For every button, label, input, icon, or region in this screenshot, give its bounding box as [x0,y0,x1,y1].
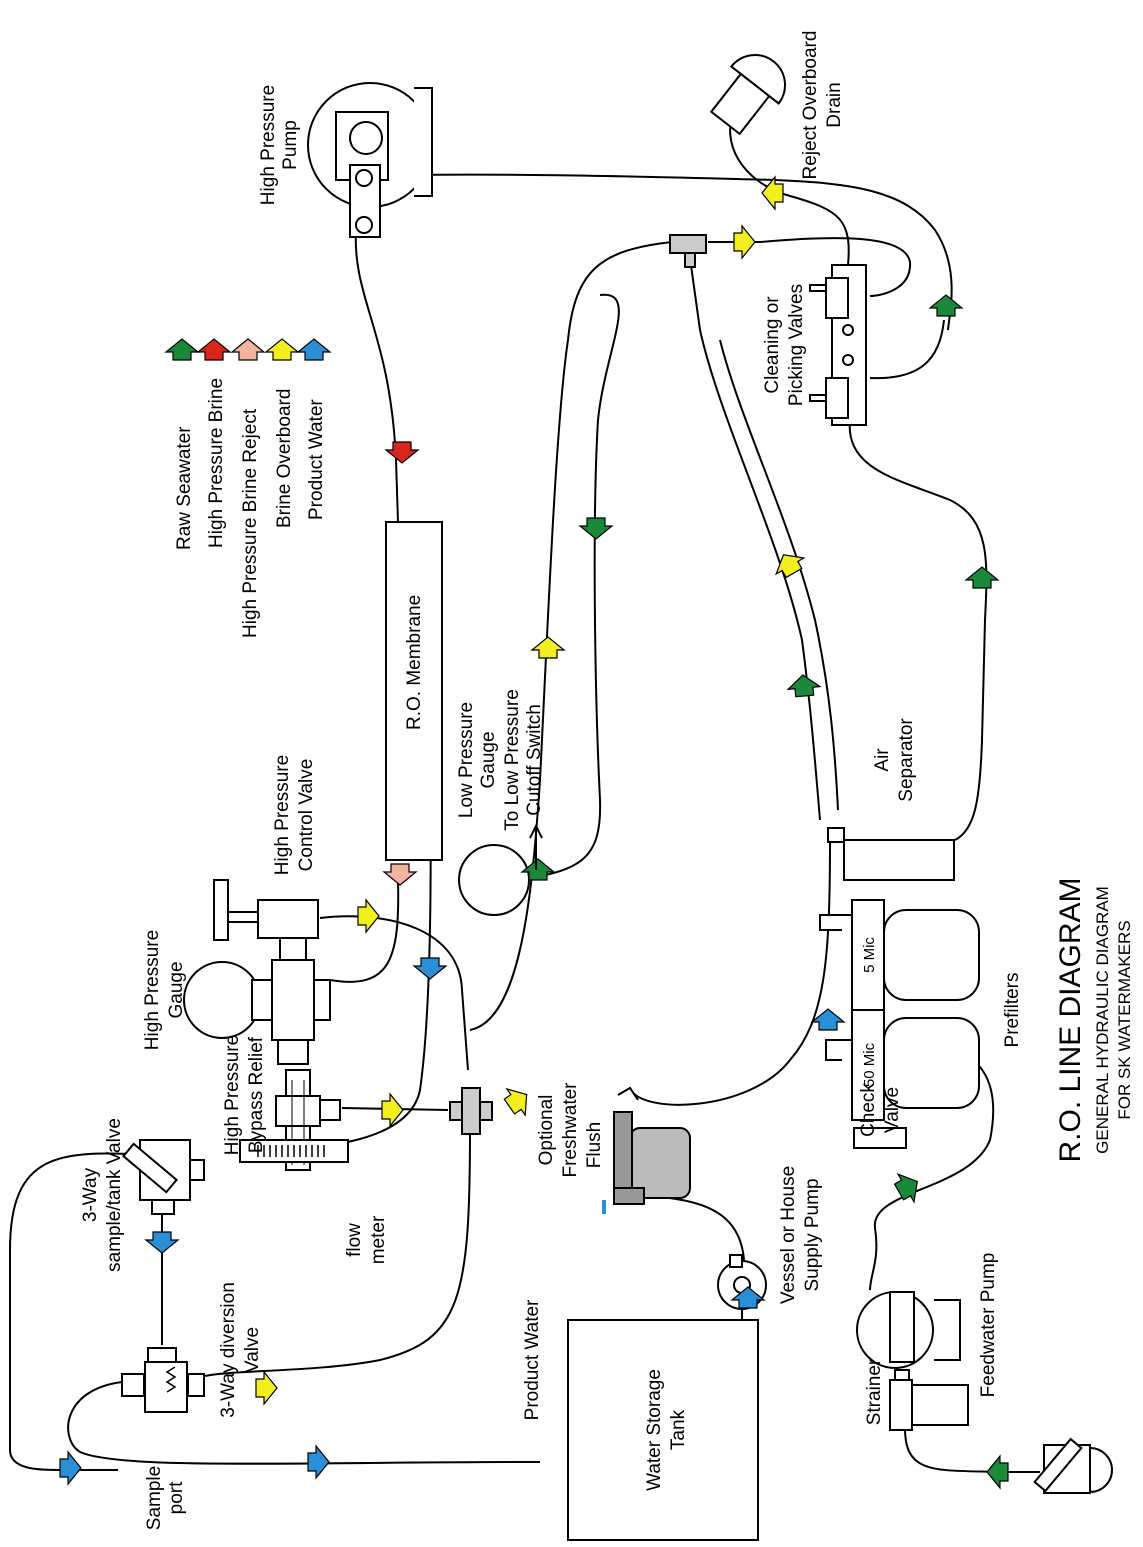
high-pressure-pump [307,82,433,238]
legend: Raw Seawater High Pressure Brine High Pr… [165,338,331,638]
prefilters [819,899,980,1149]
legend-item-product-water: Product Water [297,338,331,520]
diagram-subtitle-1: GENERAL HYDRAULIC DIAGRAM [1093,886,1112,1154]
reject-overboard-drain [709,54,786,136]
sample-tank-valve [121,1139,205,1215]
label-lp-cutoff-2: Cutoff Switch [524,704,545,816]
cross-fitting [449,1087,493,1135]
intake-seacock [1033,1437,1113,1494]
high-pressure-control-valve [213,879,319,941]
diversion-valve [121,1347,205,1413]
label-house-pump-1: Vessel or House [778,1166,799,1304]
label-diversion-2: Valve [242,1327,263,1373]
label-reject-drain-2: Drain [824,82,845,127]
label-flow-meter-1: flow [344,1223,365,1257]
air-separator [843,839,955,881]
label-air-separator-1: Air [872,748,893,772]
label-flow-meter-2: meter [368,1215,389,1264]
ro-membrane [385,521,443,861]
label-hp-pump-2: Pump [280,120,301,170]
label-control-valve-2: Control Valve [296,759,317,872]
label-feedwater-pump: Feedwater Pump [978,1253,999,1398]
label-cleaning-1: Cleaning or [762,296,783,394]
label-flush-3: Flush [584,1122,605,1168]
label-sample-valve-2: sample/tank Valve [104,1118,125,1272]
label-air-separator-2: Separator [896,718,917,802]
legend-label: Brine Overboard [274,389,295,528]
label-check-valve-2: Valve [882,1087,903,1133]
label-prefilters: Prefilters [1002,973,1023,1048]
strainer [889,1379,969,1431]
label-lp-gauge-2: Gauge [478,731,499,788]
high-pressure-gauge [183,961,261,1039]
label-membrane: R.O. Membrane [404,595,425,730]
label-sample-port-2: port [166,1481,187,1514]
diagram-subtitle-2: FOR SK WATERMAKERS [1115,920,1134,1119]
flow-meter [239,1139,349,1163]
legend-label: High Pressure Brine Reject [240,408,261,638]
label-sample-valve-1: 3-Way [80,1167,101,1222]
label-hp-gauge-1: High Pressure [142,930,163,1050]
label-diversion-1: 3-Way diversion [218,1282,239,1418]
diagram-title: R.O. LINE DIAGRAM [1054,877,1087,1162]
legend-item-raw-seawater: Raw Seawater [165,338,199,550]
label-sample-port-1: Sample [144,1466,165,1530]
gauge-manifold [251,937,331,1065]
label-flush-1: Optional [536,1095,557,1166]
label-check-valve-1: Check [858,1083,879,1137]
feedwater-pump [856,1291,961,1381]
label-filter-50: 50 Mic [861,1042,878,1087]
label-hp-gauge-2: Gauge [166,961,187,1018]
label-cleaning-2: Picking Valves [786,284,807,406]
legend-label: High Pressure Brine [206,378,227,548]
label-flush-2: Freshwater [560,1082,581,1178]
label-reject-drain-1: Reject Overboard [800,31,821,180]
freshwater-flush [602,1086,691,1214]
low-pressure-gauge [458,844,530,916]
label-tank-1: Water Storage [644,1369,665,1491]
label-filter-5: 5 Mic [861,937,878,973]
label-hp-pump-1: High Pressure [258,85,279,205]
legend-item-high-pressure-brine-reject: High Pressure Brine Reject [231,338,265,638]
label-lp-cutoff-1: To Low Pressure [502,689,523,831]
legend-item-high-pressure-brine: High Pressure Brine [197,338,231,548]
labels: High Pressure Pump Reject Overboard Drai… [80,31,1134,1531]
tee-fitting [669,234,707,254]
label-bypass-2: Bypass Relief [246,1036,267,1153]
label-bypass-1: High Pressure [222,1035,243,1155]
water-storage-tank [567,1319,759,1541]
legend-label: Raw Seawater [174,426,195,550]
label-strainer: Strainer [864,1358,885,1425]
legend-item-brine-overboard: Brine Overboard [265,338,299,528]
label-house-pump-2: Supply Pump [802,1178,823,1291]
label-lp-gauge-1: Low Pressure [456,702,477,818]
cleaning-valves [809,264,867,426]
label-product-water: Product Water [522,1299,543,1420]
legend-label: Product Water [306,399,327,520]
label-tank-2: Tank [668,1409,689,1450]
label-control-valve-1: High Pressure [272,755,293,875]
